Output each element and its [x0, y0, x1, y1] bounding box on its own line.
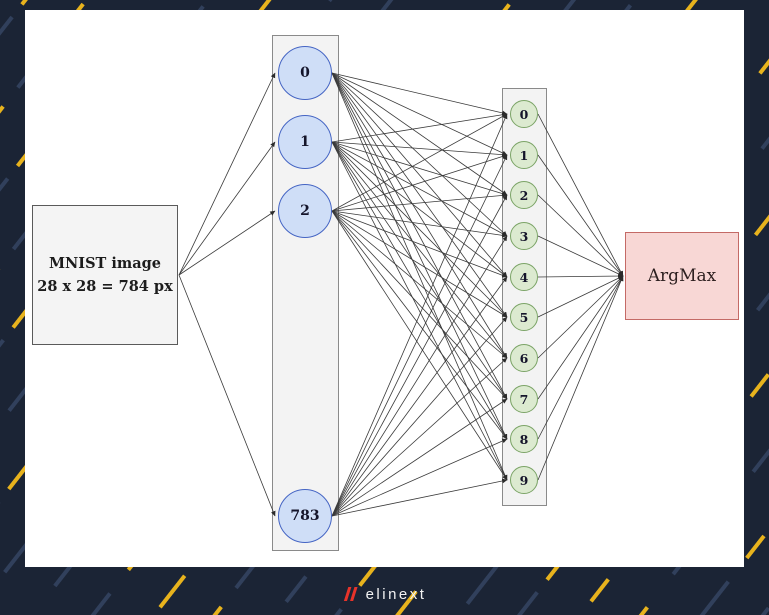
- mnist-input-box: MNIST image 28 x 28 = 784 px: [32, 205, 178, 345]
- diagram-canvas: MNIST image 28 x 28 = 784 px ArgMax 0 1 2 7…: [25, 10, 744, 567]
- layer2-node-4: 4: [510, 263, 538, 291]
- layer2-node-5: 5: [510, 303, 538, 331]
- layer2-node-9: 9: [510, 466, 538, 494]
- elinext-logo-icon: [343, 586, 358, 602]
- layer2-node-7: 7: [510, 385, 538, 413]
- layer2-node-0: 0: [510, 100, 538, 128]
- layer2-node-3: 3: [510, 222, 538, 250]
- layer2-node-6: 6: [510, 344, 538, 372]
- mnist-label-line2: 28 x 28 = 784 px: [37, 278, 173, 295]
- layer2-node-1: 1: [510, 141, 538, 169]
- argmax-label: ArgMax: [647, 266, 717, 286]
- brand-name: elinext: [365, 585, 427, 603]
- layer1-node-1: 1: [278, 115, 332, 169]
- layer1-node-0: 0: [278, 46, 332, 100]
- layer2-node-2: 2: [510, 181, 538, 209]
- connection-edges: [178, 72, 624, 517]
- layer2-node-8: 8: [510, 425, 538, 453]
- mnist-label-line1: MNIST image: [48, 254, 161, 272]
- footer: elinext: [0, 574, 769, 614]
- layer1-node-783: 783: [278, 489, 332, 543]
- layer1-node-2: 2: [278, 184, 332, 238]
- argmax-box: ArgMax: [625, 232, 739, 320]
